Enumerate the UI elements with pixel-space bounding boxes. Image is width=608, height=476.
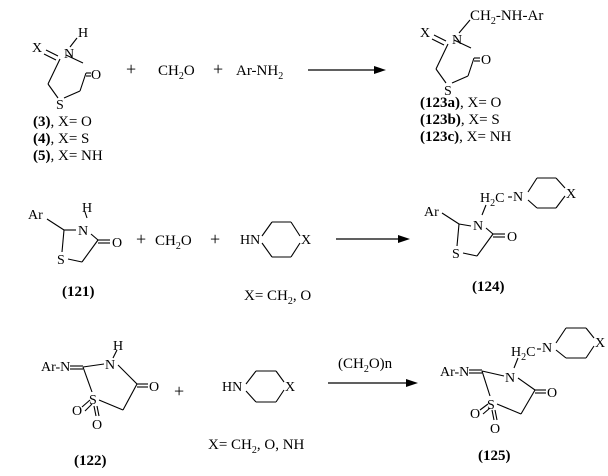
ring-x-atom: X	[566, 187, 576, 202]
compound-label: (4), X= S	[33, 131, 89, 147]
aryl-imine: Ar-N	[41, 360, 70, 375]
compound-label: (122)	[74, 453, 107, 469]
aminomethyl-substituent: CH2-NH-Ar	[470, 8, 543, 27]
methylene-h2c: H2C	[480, 191, 504, 209]
row3-product-mannich-base: Ar-N N S O O O H2C N X	[440, 327, 605, 437]
ring-s-atom: S	[487, 398, 495, 413]
exocyclic-x-atom: X	[32, 41, 42, 56]
ring-x-atom: X	[285, 380, 295, 395]
compound-label: (5), X= NH	[33, 148, 103, 164]
ring-n-atom: N	[452, 33, 462, 48]
row3-reactant-iminothiazolidinone-dioxide: Ar-N N H S O O O	[41, 339, 159, 433]
ring-s-atom: S	[452, 247, 460, 262]
row2-cyclic-amine: HN X	[240, 221, 311, 258]
row1-reactant-thiazolidinone: X N H S O	[32, 26, 101, 113]
row1-product-labels: (123a), X= O (123b), X= S (123c), X= NH	[420, 95, 512, 145]
ring-s-atom: S	[444, 84, 452, 99]
plus-sign: +	[126, 59, 136, 79]
row3-reaction-arrow	[328, 379, 418, 387]
compound-label: (123a), X= O	[420, 95, 502, 111]
row2-product-mannich-base: Ar N S O H2C N X	[424, 177, 576, 262]
aryl-group: Ar	[28, 208, 43, 223]
compound-label: (123c), X= NH	[420, 129, 512, 145]
row3-cyclic-amine: HN X	[222, 370, 295, 403]
methylene-h2c: H2C	[511, 345, 535, 363]
compound-label: (124)	[472, 279, 505, 295]
row1-reactant-labels: (3), X= O (4), X= S (5), X= NH	[33, 114, 103, 164]
n-h-atom: H	[82, 201, 92, 216]
plus-sign: +	[210, 229, 220, 249]
row2-reactant-2-aryl-thiazolidinone: Ar N H S O	[28, 201, 122, 268]
carbonyl-o-atom: O	[507, 230, 517, 245]
compound-label: (3), X= O	[33, 114, 92, 130]
aryl-group: Ar	[424, 205, 439, 220]
n-h-atom: H	[113, 339, 123, 354]
ring-n-atom: N	[505, 371, 515, 386]
sulfonyl-o-atom: O	[92, 418, 102, 433]
amine-nh: HN	[240, 233, 260, 248]
paraformaldehyde-condition: (CH2O)n	[338, 356, 393, 375]
plus-sign: +	[136, 229, 146, 249]
aryl-imine: Ar-N	[440, 365, 469, 380]
row2-reaction-arrow	[336, 235, 410, 243]
substituent-condition: X= CH2, O	[244, 288, 311, 307]
carbonyl-o-atom: O	[112, 236, 122, 251]
sulfonyl-o-atom: O	[72, 404, 82, 419]
carbonyl-o-atom: O	[149, 380, 159, 395]
compound-label: (123b), X= S	[420, 112, 500, 128]
ring-n-atom: N	[78, 224, 88, 239]
formaldehyde-reagent: CH2O	[155, 233, 192, 252]
ring-x-atom: X	[301, 233, 311, 248]
row1-product-mannich-base: X N S O CH2-NH-Ar	[420, 8, 543, 99]
carbonyl-o-atom: O	[481, 53, 491, 68]
sulfonyl-o-atom: O	[470, 407, 480, 422]
n-h-atom: H	[78, 26, 88, 41]
ring-n-atom: N	[542, 341, 552, 356]
exocyclic-x-atom: X	[420, 26, 430, 41]
ring-n-atom: N	[513, 190, 523, 205]
ring-n-atom: N	[105, 358, 115, 373]
sulfonyl-o-atom: O	[490, 422, 500, 437]
ring-s-atom: S	[56, 98, 64, 113]
ring-s-atom: S	[89, 393, 97, 408]
amine-nh: HN	[222, 380, 242, 395]
ring-s-atom: S	[57, 253, 65, 268]
ring-x-atom: X	[595, 336, 605, 351]
row1-reaction-arrow	[308, 66, 386, 74]
compound-label: (121)	[62, 284, 95, 300]
carbonyl-o-atom: O	[547, 386, 557, 401]
plus-sign: +	[174, 381, 184, 401]
carbonyl-o-atom: O	[91, 68, 101, 83]
compound-label: (125)	[478, 448, 511, 464]
formaldehyde-reagent: CH2O	[158, 63, 195, 82]
plus-sign: +	[213, 59, 223, 79]
arylamine-reagent: Ar-NH2	[236, 63, 283, 82]
ring-n-atom: N	[64, 47, 74, 62]
ring-n-atom: N	[473, 219, 483, 234]
substituent-condition: X= CH2, O, NH	[208, 437, 305, 456]
